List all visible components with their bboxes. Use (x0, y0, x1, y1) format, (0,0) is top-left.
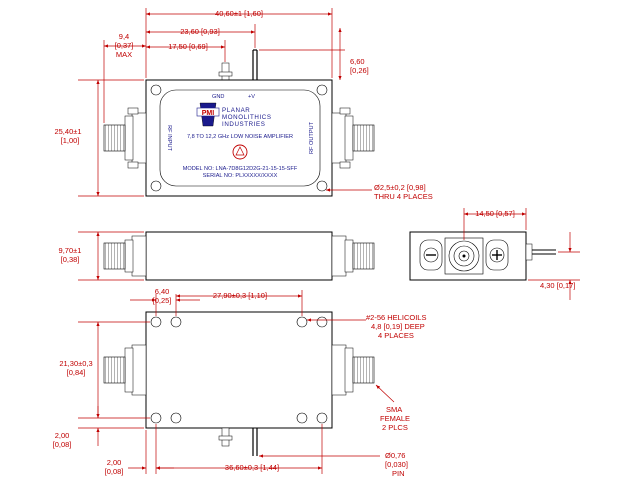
sma-line-1: SMA (386, 405, 402, 414)
helicoil-hole (170, 412, 182, 424)
max-protrusion-dim-in: [0,37] (115, 41, 134, 50)
max-label: MAX (116, 50, 132, 59)
side-housing (145, 231, 333, 281)
side-height-dim: 9,70±1 (59, 246, 82, 255)
pin-diameter-dim: Ø0,76 (385, 451, 405, 460)
helicoil-hole (296, 412, 308, 424)
bottom-offset-dim-in: [0,08] (53, 440, 72, 449)
bottom-offset-dim: 2,00 (55, 431, 70, 440)
mount-hole (316, 84, 328, 96)
overall-height-dim-in: [1,00] (61, 136, 80, 145)
hole-offset-dim-in: [0,25] (153, 296, 172, 305)
mount-hole-note: THRU 4 PLACES (374, 192, 433, 201)
mount-hole (316, 316, 328, 328)
left-offset-dim-in: [0,08] (105, 467, 124, 476)
gnd-label: GND (212, 94, 224, 100)
logo-text: PMI (202, 110, 215, 117)
bottom-housing (145, 311, 333, 429)
sma-line-3: 2 PLCS (382, 423, 408, 432)
pin-height-dim-in: [0,26] (350, 66, 369, 75)
mount-hole (316, 180, 328, 192)
end-sma-connector (444, 237, 484, 275)
side-left-connector (103, 235, 147, 277)
pin-diameter-dim-in: [0,030] (385, 460, 408, 469)
mount-hole (150, 316, 162, 328)
bottom-right-connector (331, 344, 375, 396)
bottom-left-connector (103, 344, 147, 396)
pin-offset-dim: 4,30 [0,17] (540, 281, 575, 290)
helicoil-hole (170, 316, 182, 328)
top-view: PMI PLANAR MONOLITHICS INDUSTRIES GND +V… (54, 8, 433, 201)
helicoil-hole (296, 316, 308, 328)
left-offset-dim: 2,00 (107, 458, 122, 467)
serial-number: SERIAL NO: PLXXXXX/XXXX (203, 173, 278, 179)
pin-height-dim: 6,60 (350, 57, 365, 66)
top-housing (145, 79, 333, 197)
end-housing (409, 231, 527, 281)
gnd-offset-dim: 17,50 [0,69] (168, 42, 208, 51)
side-view: 9,70±1 [0,38] (59, 231, 375, 281)
company-line-2: MONOLITHICS (222, 114, 272, 121)
voltage-label: +V (248, 94, 255, 100)
overall-width-dim: 40,60±1 [1,60] (215, 9, 263, 18)
side-right-connector (331, 235, 375, 277)
helicoils-note: #2-56 HELICOILS (366, 313, 426, 322)
rf-input-connector (103, 107, 147, 169)
pin-offset-dim: 23,60 [0,93] (180, 27, 220, 36)
side-height-dim-in: [0,38] (61, 255, 80, 264)
pmi-logo: PMI (196, 102, 220, 127)
rf-input-label: RF INPUT (166, 125, 172, 151)
company-line-1: PLANAR (222, 107, 250, 114)
connector-offset-dim: 14,50 [0,57] (475, 209, 515, 218)
rf-output-label: RF OUTPUT (309, 121, 315, 154)
mount-hole (316, 412, 328, 424)
helicoils-depth: 4,8 [0,19] DEEP (371, 322, 425, 331)
mount-hole-dim: Ø2,5±0,2 [0,98] (374, 183, 426, 192)
overall-height-dim: 25,40±1 (54, 127, 81, 136)
pin-label: PIN (392, 469, 405, 478)
sma-line-2: FEMALE (380, 414, 410, 423)
company-line-3: INDUSTRIES (222, 121, 265, 128)
esd-symbol-icon (232, 144, 248, 160)
hole-vspacing-dim-in: [0,84] (67, 368, 86, 377)
mount-hole (150, 84, 162, 96)
hole-hspacing-dim: 36,60±0,3 [1,44] (225, 463, 279, 472)
helicoils-count: 4 PLACES (378, 331, 414, 340)
mount-hole (150, 180, 162, 192)
label-plate (159, 89, 321, 187)
bottom-view: 6,40 [0,25] 27,90±0,3 [1,10] #2-56 HELIC… (53, 287, 427, 478)
hole-offset-dim: 6,40 (155, 287, 170, 296)
rf-output-connector (331, 107, 375, 169)
max-protrusion-dim: 9,4 (119, 32, 129, 41)
hole-vspacing-dim: 21,30±0,3 (59, 359, 92, 368)
product-description: 7,8 TO 12,2 GHz LOW NOISE AMPLIFIER (187, 134, 293, 140)
model-number: MODEL NO: LNA-7D8G12D2G-21-15-15-SFF (183, 166, 298, 172)
end-view: 14,50 [0,57] 4,30 [0,17] (409, 208, 580, 300)
mount-hole (150, 412, 162, 424)
hole-spacing-dim: 27,90±0,3 [1,10] (213, 291, 267, 300)
